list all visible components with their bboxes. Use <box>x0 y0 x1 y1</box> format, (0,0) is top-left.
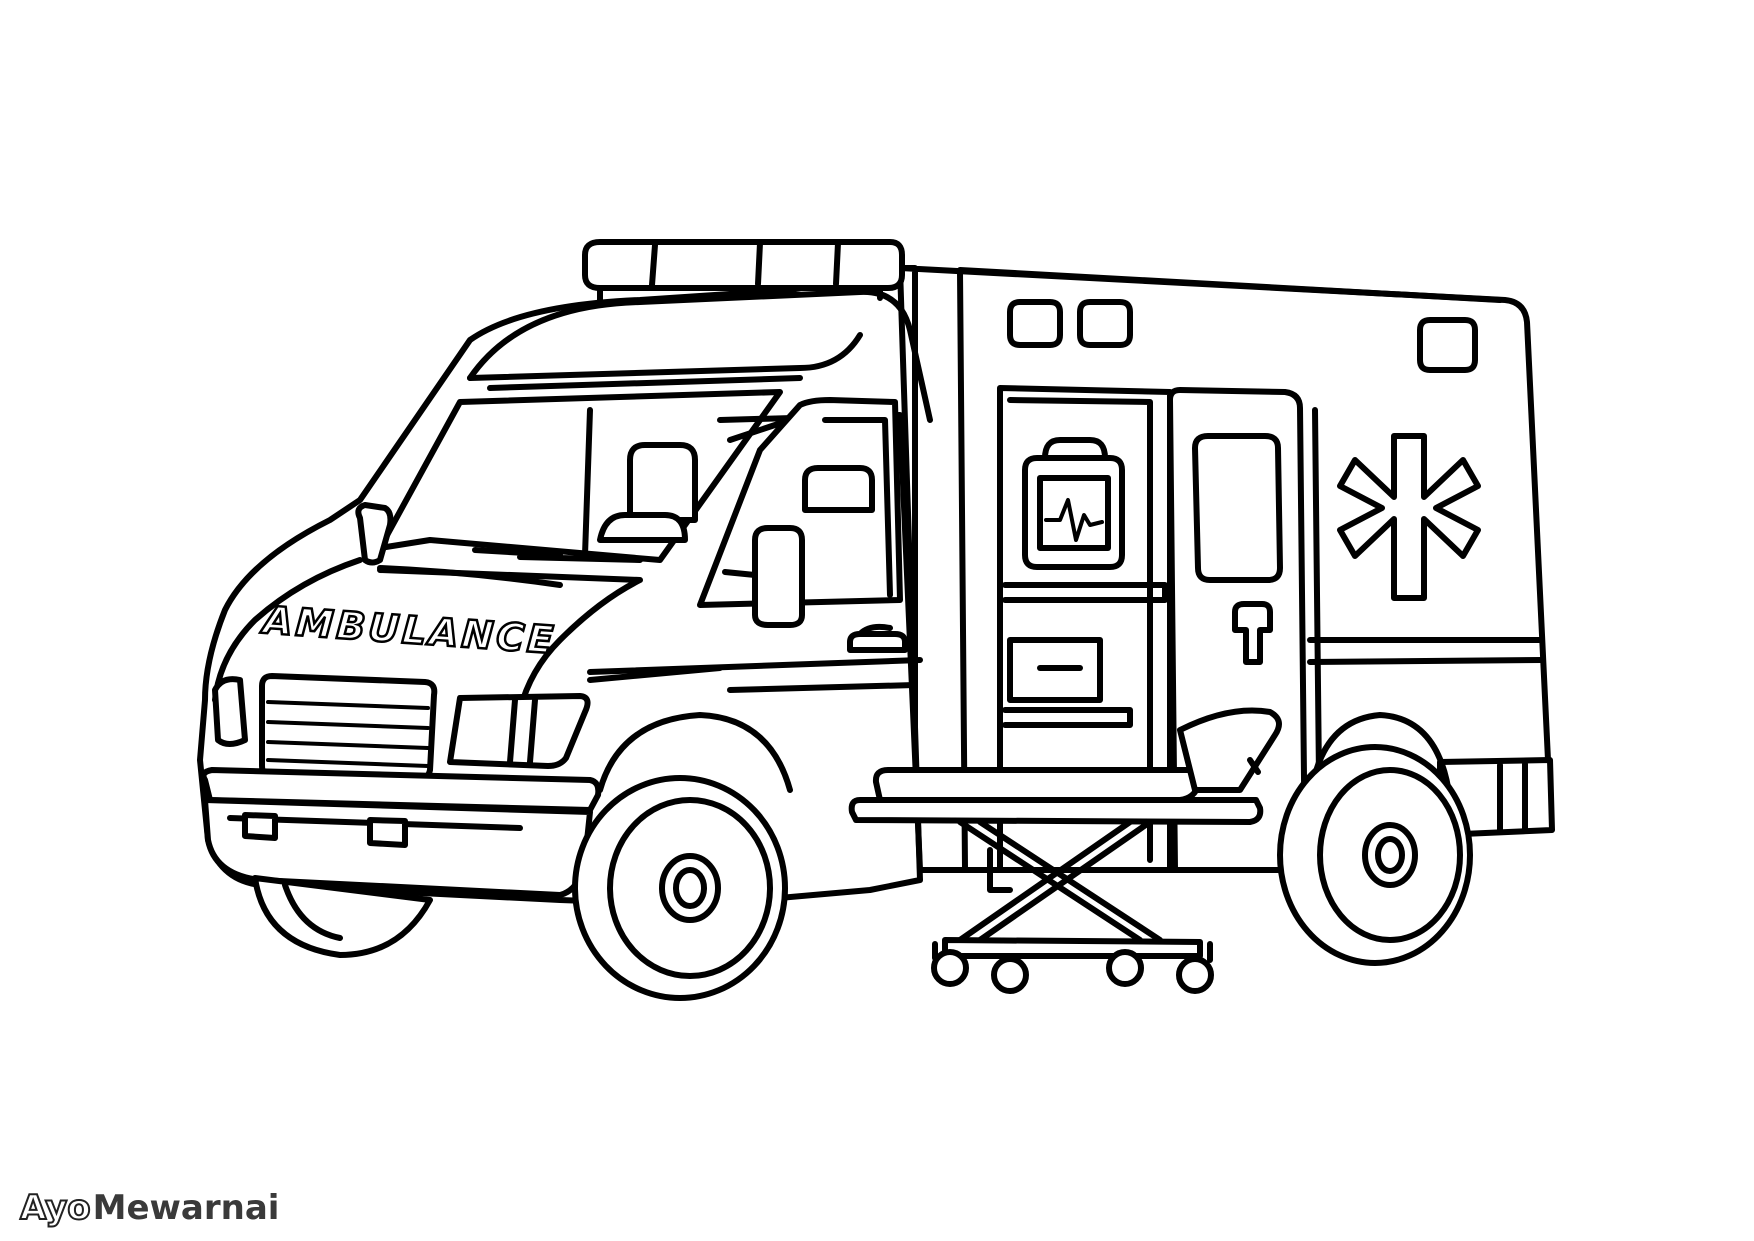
middle-wheel <box>572 712 793 1001</box>
cab-door <box>587 397 923 873</box>
front-wheel <box>252 875 433 958</box>
rear-wheel <box>1277 712 1473 966</box>
star-of-life-icon <box>1337 433 1481 601</box>
brand-logo-part2: Mewarnai <box>92 1188 280 1228</box>
stretcher <box>848 707 1282 994</box>
front-end <box>200 557 723 898</box>
brand-logo: AyoMewarnai <box>19 1187 280 1229</box>
cab-structure <box>355 288 933 566</box>
brand-logo-part1: Ayo <box>19 1187 92 1229</box>
